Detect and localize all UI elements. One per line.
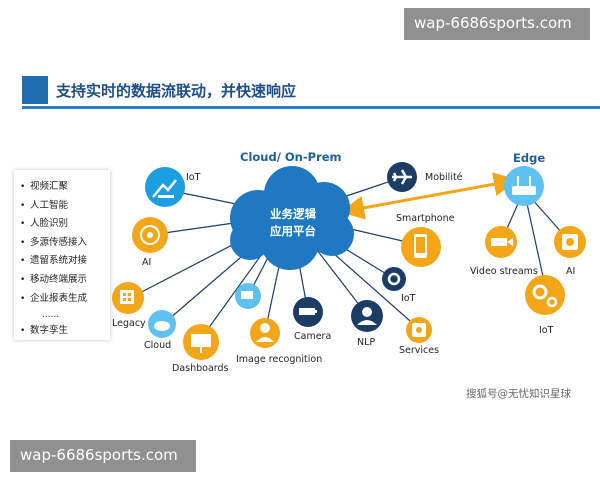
dashboard-icon: [183, 324, 219, 360]
video-camera-icon: [485, 226, 517, 258]
label-image-recognition: Image recognition: [236, 354, 323, 365]
label-nlp: NLP: [357, 337, 376, 348]
connector-edge-iot: [523, 189, 547, 291]
central-cloud: [230, 166, 354, 270]
feature-list: •视频汇聚 •人工智能 •人脸识别 •多源传感接入 •遗留系统对接 •移动终端展…: [14, 170, 110, 340]
person-icon: [250, 318, 280, 348]
label-cloud: Cloud: [144, 340, 172, 351]
label-ai: AI: [142, 257, 152, 268]
label-video-streams: Video streams: [470, 266, 538, 277]
router-icon: [504, 166, 544, 206]
gear-icon: [382, 267, 406, 291]
building-icon: [112, 282, 144, 314]
label-smartphone: Smartphone: [396, 213, 455, 224]
label-camera: Camera: [294, 331, 332, 342]
label-iot: IoT: [186, 172, 201, 183]
label-mobilite: Mobilité: [425, 172, 463, 183]
page-title: 支持实时的数据流联动，并快速响应: [56, 82, 297, 100]
pump-icon: [145, 167, 185, 207]
smartphone-icon: [401, 227, 441, 267]
label-services: Services: [399, 345, 440, 356]
label-edge-ai: AI: [566, 266, 576, 277]
label-edge-iot: IoT: [539, 325, 554, 336]
list-ellipsis: ......: [42, 310, 60, 321]
title-accent-block: [22, 76, 48, 104]
label-iot2: IoT: [401, 293, 416, 304]
cloud-title: Cloud/ On-Prem: [240, 150, 342, 164]
list-item: •视频汇聚: [20, 181, 69, 192]
label-dashboards: Dashboards: [172, 363, 229, 374]
edge-title: Edge: [513, 151, 546, 165]
edge-ai-icon: [554, 226, 586, 258]
source-tag: 搜狐号@无忧知识星球: [466, 388, 571, 400]
services-icon: [406, 317, 432, 343]
sync-arrow: [340, 172, 518, 220]
list-item: •数字孪生: [20, 325, 69, 337]
list-item: •遗留系统对接: [20, 255, 88, 267]
camera-icon: [293, 297, 323, 327]
title-underline: [22, 106, 600, 109]
truck-icon: [235, 283, 261, 309]
list-item: •企业报表生成: [20, 292, 88, 304]
list-item: •多源传感接入: [20, 236, 88, 248]
headset-icon: [351, 300, 383, 332]
label-legacy: Legacy: [112, 318, 146, 329]
list-item: •人脸识别: [20, 218, 69, 230]
ai-brain-icon: [132, 217, 168, 253]
cloud-small-icon: [148, 310, 176, 338]
airplane-icon: [387, 162, 417, 192]
cloud-platform-label: 业务逻辑 应用平台: [270, 207, 316, 238]
watermark-bottom: wap-6686sports.com: [10, 440, 196, 472]
list-item: •移动终端展示: [20, 273, 88, 285]
edge-gears-icon: [525, 275, 565, 315]
list-item: •人工智能: [20, 199, 69, 211]
watermark-top: wap-6686sports.com: [404, 8, 590, 40]
